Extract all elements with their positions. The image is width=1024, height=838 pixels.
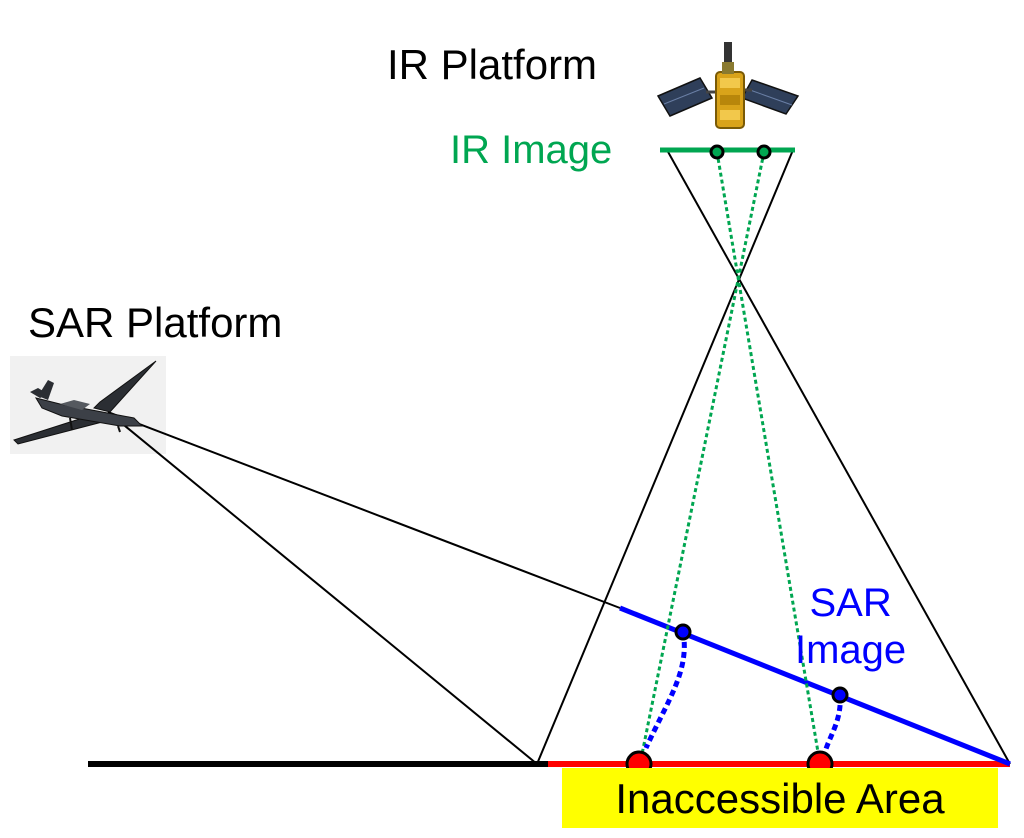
sar-image-label-line2: Image <box>795 628 907 673</box>
ir-platform-label: IR Platform <box>387 41 598 88</box>
sar-beam-line-near <box>107 411 538 765</box>
uav-aircraft-icon <box>13 360 157 445</box>
sar-layover-curve-1 <box>643 631 687 750</box>
ir-image-point-1 <box>709 144 725 160</box>
inaccessible-area-box <box>562 768 998 828</box>
ir-projection-line-1 <box>715 151 822 765</box>
ir-image-point-2 <box>756 144 772 160</box>
sar-image-label: SAR Image <box>795 580 906 674</box>
ir-image-label-text: IR Image <box>450 128 613 172</box>
satellite-icon <box>656 42 800 129</box>
ir-cone-line-left <box>666 149 1011 765</box>
sar-image-point-2 <box>831 686 849 704</box>
sar-layover-curve-2 <box>822 694 843 753</box>
sar-image-point-1 <box>674 623 692 641</box>
sar-image-label-line1: SAR <box>809 581 892 625</box>
inaccessible-area-label: Inaccessible Area <box>615 775 945 822</box>
ir-projection-line-2 <box>638 151 766 765</box>
ir-image-label: IR Image <box>450 130 612 170</box>
ir-cone-line-right <box>536 149 794 765</box>
sar-platform-label: SAR Platform <box>28 299 283 346</box>
sar-beam-line-far <box>107 411 621 609</box>
